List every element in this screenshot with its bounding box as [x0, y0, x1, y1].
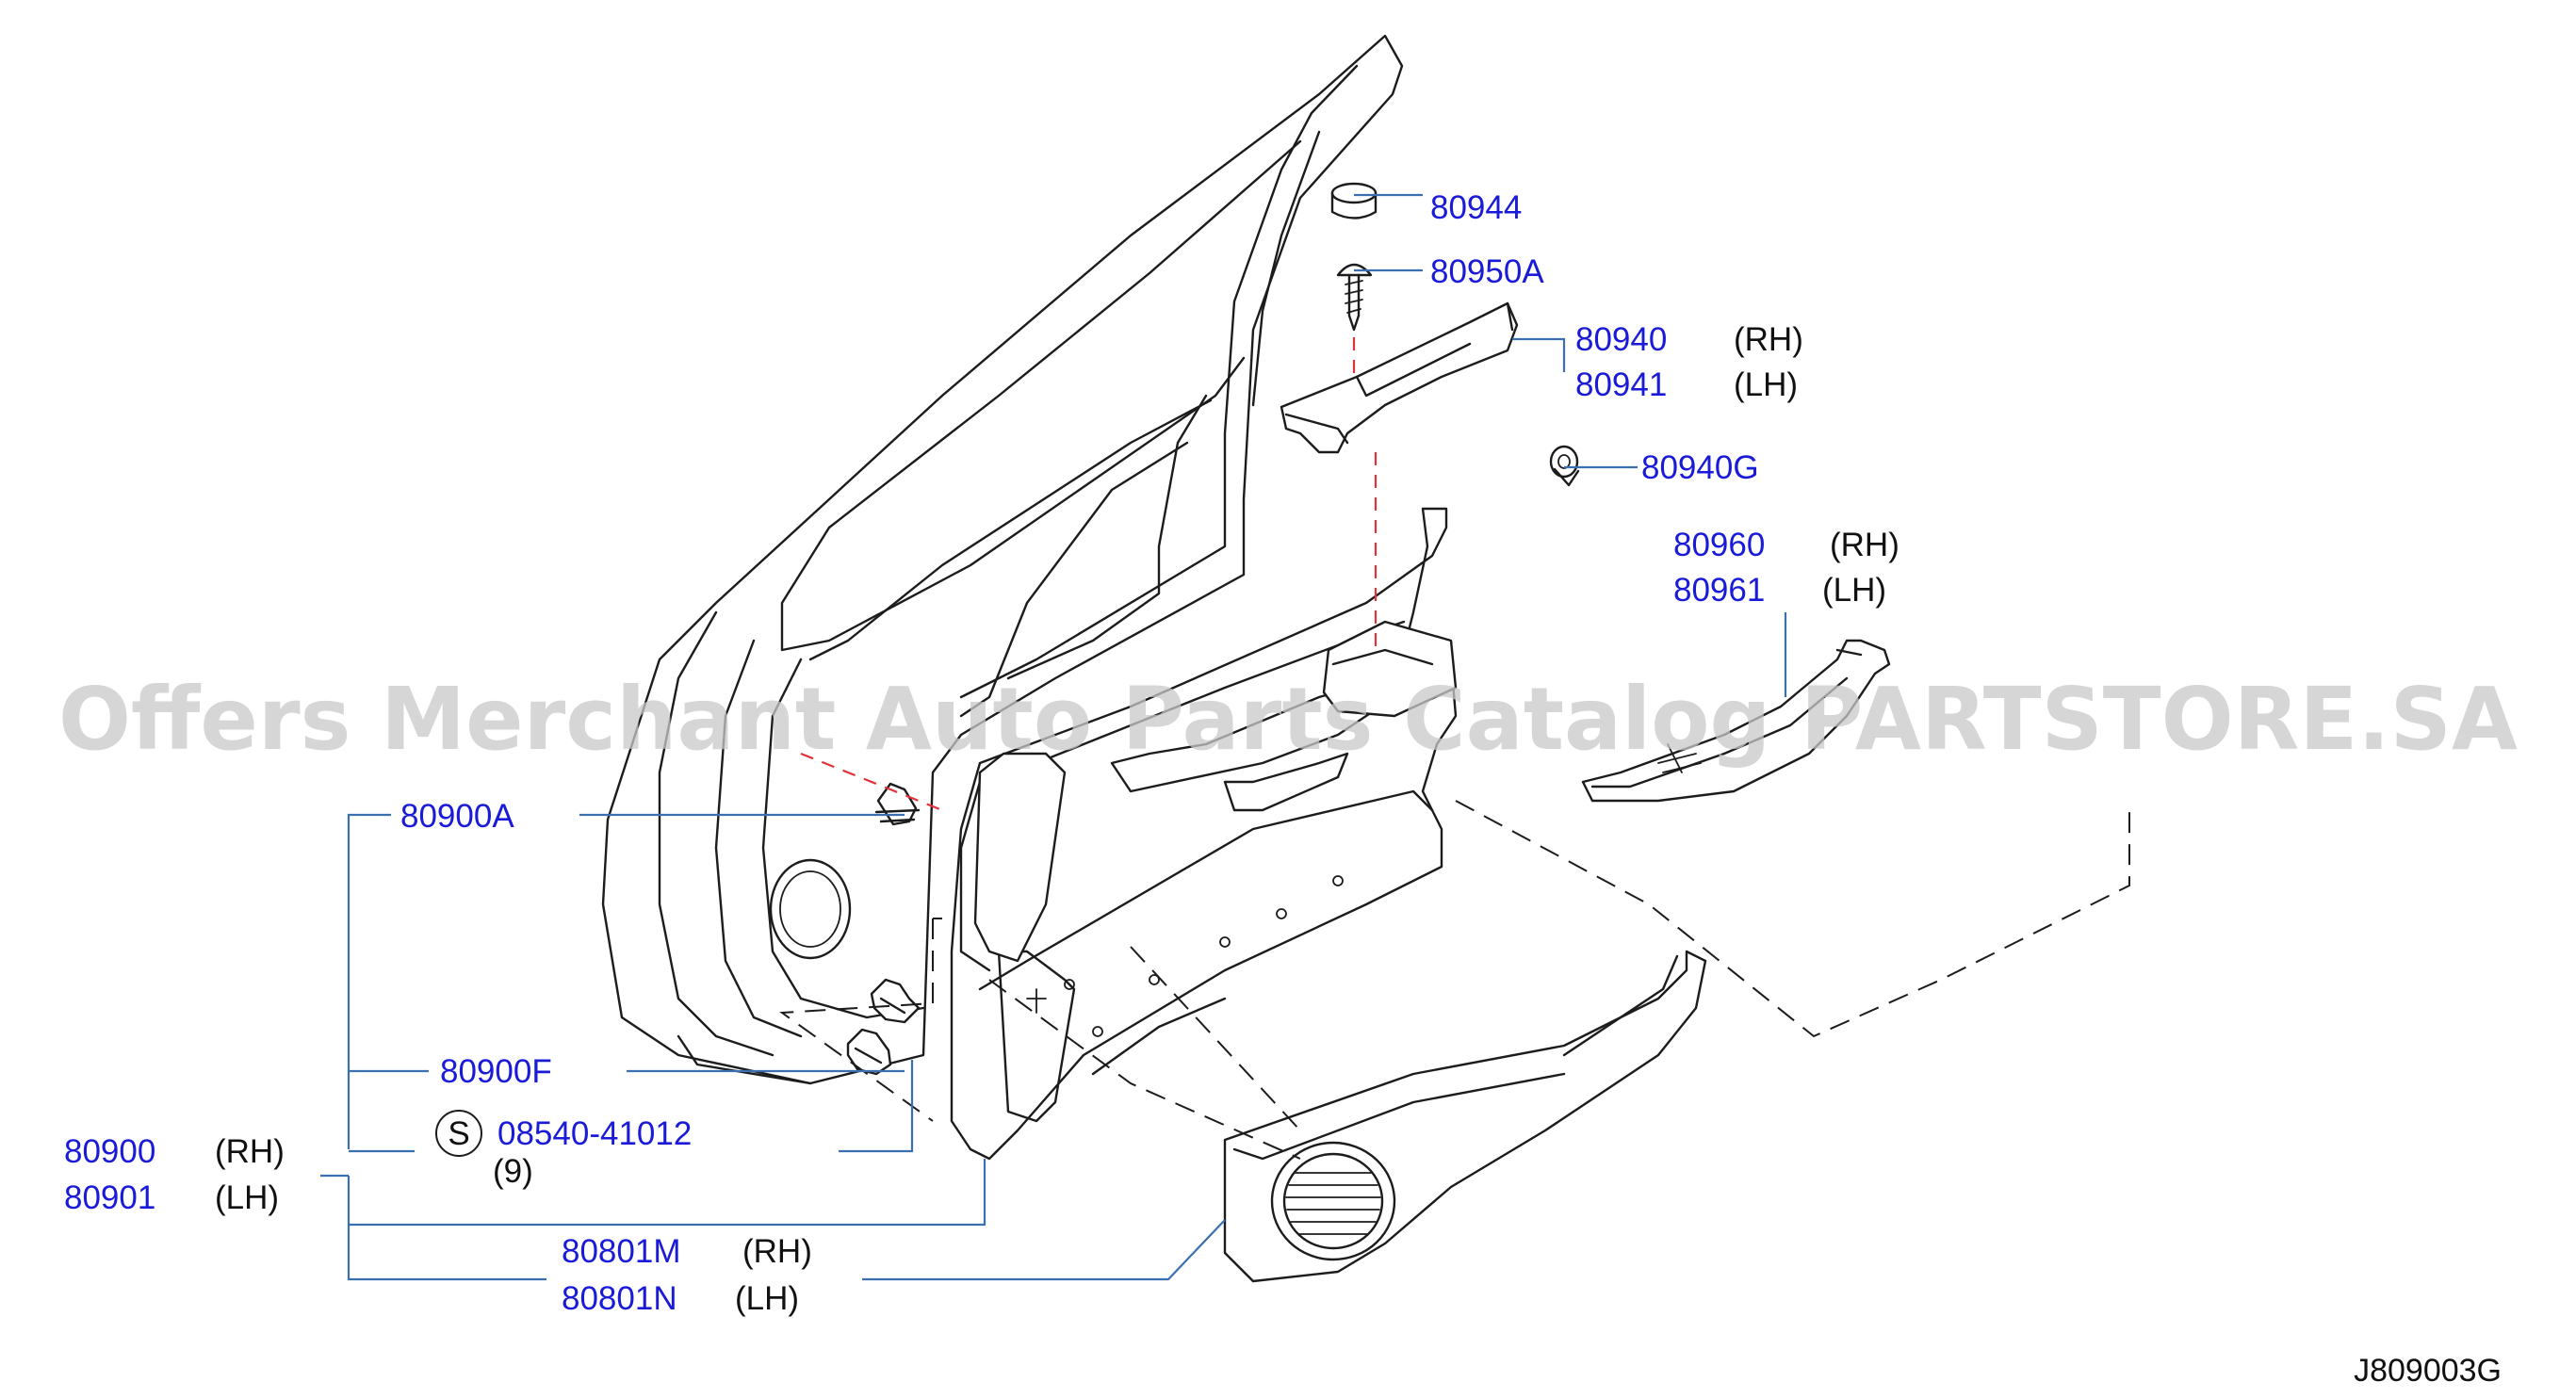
label-80801m-side: (RH) [742, 1233, 812, 1270]
label-80900f: 80900F [440, 1053, 552, 1090]
standard-part-symbol: S [448, 1115, 469, 1152]
leader-lines [320, 193, 1787, 1281]
label-80801n-side: (LH) [735, 1280, 799, 1317]
label-80940g: 80940G [1641, 449, 1759, 486]
center-lines [800, 337, 1378, 812]
watermark: Offers Merchant Auto Parts Catalog PARTS… [58, 669, 2518, 770]
label-08540-qty: (9) [493, 1153, 533, 1190]
clip-80940g-part [1549, 445, 1580, 487]
label-80940: 80940 [1575, 321, 1667, 358]
label-80900: 80900 [64, 1133, 155, 1170]
pull-handle-part [1280, 301, 1519, 454]
label-80961: 80961 [1673, 572, 1765, 609]
label-80901-side: (LH) [215, 1179, 279, 1216]
clip-80900a-part [874, 782, 921, 826]
speaker-grille [1285, 1172, 1381, 1235]
label-80940-side: (RH) [1734, 321, 1803, 358]
door-trim-board [950, 507, 1458, 1161]
standard-part-circle [435, 1110, 482, 1157]
diagram-code: J809003G [2354, 1353, 2502, 1389]
label-08540-41012: 08540-41012 [497, 1115, 692, 1152]
door-frame [601, 34, 1404, 1085]
armrest-finisher-part [1581, 639, 1891, 803]
labels: 80944 80950A 80940 (RH) 80941 (LH) 80940… [64, 189, 2502, 1389]
label-80900-side: (RH) [215, 1133, 285, 1170]
label-80901: 80901 [64, 1179, 155, 1216]
label-80961-side: (LH) [1822, 572, 1886, 609]
label-80941: 80941 [1575, 366, 1667, 403]
label-80900a: 80900A [400, 798, 514, 835]
label-80950a: 80950A [1430, 253, 1544, 290]
door-pocket-part [1223, 950, 1707, 1283]
clip-80900f-part [846, 978, 921, 1076]
label-80801m: 80801M [562, 1233, 680, 1270]
assembly-dashed-lines [779, 800, 2130, 1160]
label-80960-side: (RH) [1830, 527, 1899, 563]
screw-80950a-part [1336, 263, 1373, 332]
label-80944: 80944 [1430, 189, 1522, 226]
cap-80944-part [1330, 182, 1378, 219]
label-80801n: 80801N [562, 1280, 677, 1317]
label-80941-side: (LH) [1734, 366, 1798, 403]
label-80960: 80960 [1673, 527, 1765, 563]
